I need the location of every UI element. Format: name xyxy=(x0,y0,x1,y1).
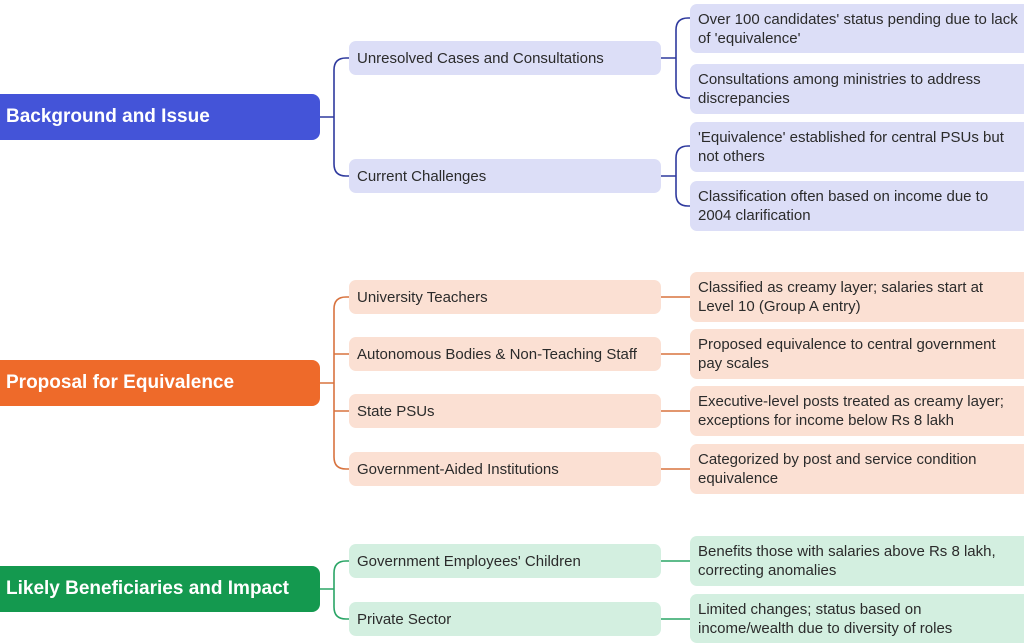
root-node-proposal-for-equivalence: Proposal for Equivalence xyxy=(0,360,320,406)
connector xyxy=(661,145,690,207)
leaf-node: Proposed equivalence to central governme… xyxy=(690,329,1024,379)
leaf-node: Classified as creamy layer; salaries sta… xyxy=(690,272,1024,322)
leaf-node: Classification often based on income due… xyxy=(690,181,1024,231)
branch-node-unresolved-cases: Unresolved Cases and Consultations xyxy=(349,41,661,75)
leaf-node: 'Equivalence' established for central PS… xyxy=(690,122,1024,172)
leaf-node: Categorized by post and service conditio… xyxy=(690,444,1024,494)
branch-node-government-employees-children: Government Employees' Children xyxy=(349,544,661,578)
branch-node-private-sector: Private Sector xyxy=(349,602,661,636)
connector xyxy=(320,560,349,620)
branch-node-current-challenges: Current Challenges xyxy=(349,159,661,193)
leaf-node: Consultations among ministries to addres… xyxy=(690,64,1024,114)
leaf-node: Over 100 candidates' status pending due … xyxy=(690,4,1024,53)
connector xyxy=(661,296,690,470)
branch-node-autonomous-bodies: Autonomous Bodies & Non-Teaching Staff xyxy=(349,337,661,371)
connector xyxy=(661,17,690,99)
branch-node-university-teachers: University Teachers xyxy=(349,280,661,314)
leaf-node: Benefits those with salaries above Rs 8 … xyxy=(690,536,1024,586)
branch-node-government-aided-institutions: Government-Aided Institutions xyxy=(349,452,661,486)
connector xyxy=(320,57,349,177)
connector xyxy=(661,560,690,620)
root-node-background-and-issue: Background and Issue xyxy=(0,94,320,140)
connector xyxy=(320,296,349,470)
leaf-node: Executive-level posts treated as creamy … xyxy=(690,386,1024,436)
root-node-likely-beneficiaries: Likely Beneficiaries and Impact xyxy=(0,566,320,612)
leaf-node: Limited changes; status based on income/… xyxy=(690,594,1024,643)
branch-node-state-psus: State PSUs xyxy=(349,394,661,428)
